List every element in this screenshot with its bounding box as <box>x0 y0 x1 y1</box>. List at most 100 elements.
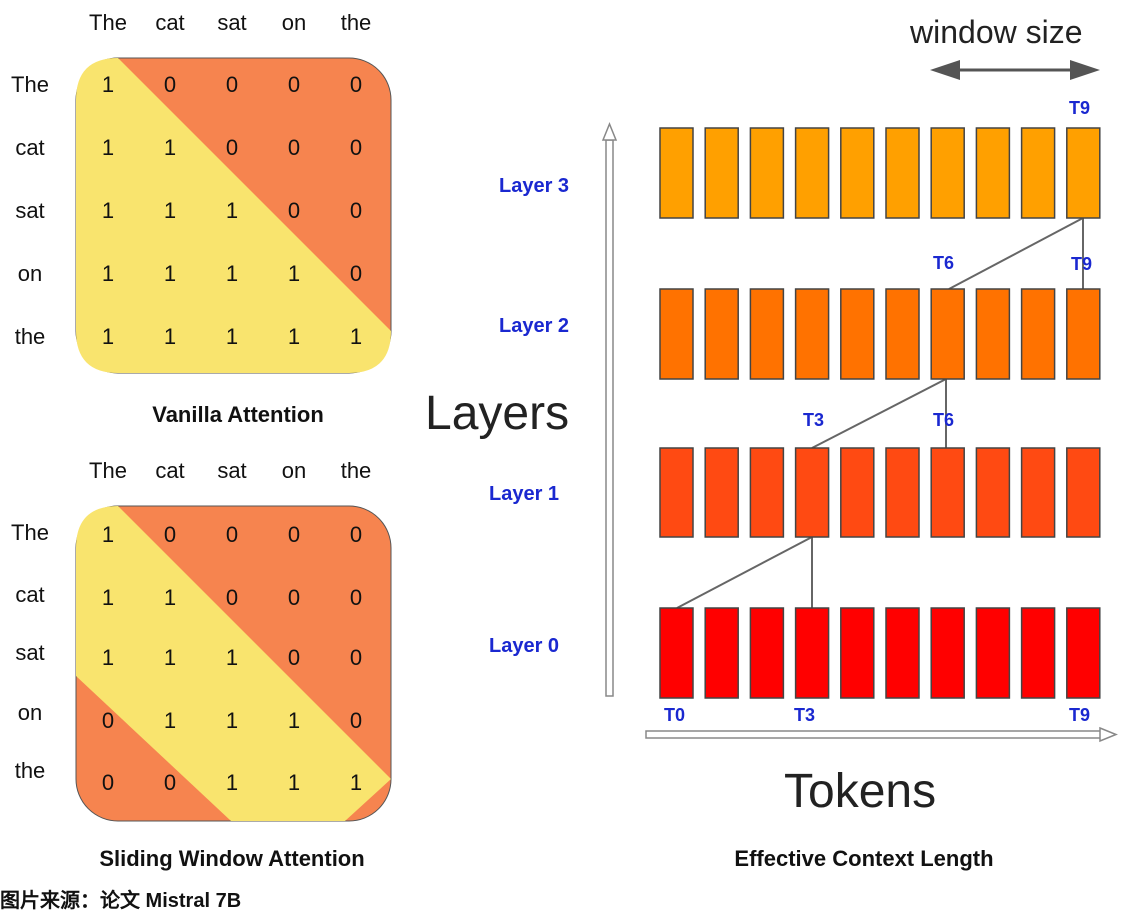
vanilla-lower-triangle <box>76 58 391 373</box>
layer-3-label: Layer 3 <box>499 175 570 197</box>
matrix-cell: 0 <box>349 522 363 547</box>
matrix-cell: 1 <box>225 198 239 223</box>
layer-3-token <box>749 127 785 219</box>
layer-1-token <box>930 447 965 538</box>
effective-context-caption: Effective Context Length <box>734 846 994 871</box>
matrix-cell: 1 <box>101 198 115 223</box>
layer-0-token <box>885 607 920 699</box>
matrix-cell: 1 <box>163 585 177 610</box>
sliding-row-header: The <box>11 520 49 545</box>
layer-0-token <box>1066 607 1101 699</box>
vanilla-row-header: The <box>11 72 49 97</box>
matrix-cell: 0 <box>225 585 239 610</box>
layer-0-label: Layer 0 <box>489 635 560 657</box>
matrix-cell: 1 <box>101 261 115 286</box>
layer-0-token <box>794 607 830 699</box>
layer-3-token <box>659 127 694 219</box>
token-label-t3-layer0: T3 <box>794 705 816 725</box>
vanilla-row-header: sat <box>15 198 45 223</box>
token-label-t6-layer1: T6 <box>933 410 955 430</box>
layer-3-token <box>1066 127 1101 219</box>
layer-2-token <box>749 288 785 380</box>
matrix-cell: 1 <box>101 324 115 349</box>
vanilla-col-header: cat <box>155 10 185 35</box>
layer-0-token <box>1020 607 1056 699</box>
matrix-cell: 0 <box>225 522 239 547</box>
layer-3-token <box>840 127 875 219</box>
matrix-cell: 1 <box>225 324 239 349</box>
matrix-cell: 0 <box>349 261 363 286</box>
sliding-col-header: The <box>89 458 127 483</box>
matrix-cell: 0 <box>349 198 363 223</box>
matrix-cell: 1 <box>163 324 177 349</box>
sliding-row-header: sat <box>15 640 45 665</box>
matrix-cell: 0 <box>287 522 301 547</box>
layer-1-token <box>659 447 694 538</box>
matrix-cell: 1 <box>101 645 115 670</box>
matrix-cell: 0 <box>349 585 363 610</box>
tokens-axis-label: Tokens <box>784 765 937 818</box>
matrix-cell: 1 <box>101 72 115 97</box>
vanilla-matrix <box>75 57 392 374</box>
matrix-cell: 1 <box>163 645 177 670</box>
layer-2-token <box>885 288 920 380</box>
tokens-axis-arrow <box>645 726 1118 743</box>
matrix-cell: 1 <box>225 261 239 286</box>
token-label-t9-layer2: T9 <box>1071 254 1093 274</box>
matrix-cell: 1 <box>287 770 301 795</box>
layers-axis-label: Layers <box>425 387 570 440</box>
layer-3-token <box>1020 127 1056 219</box>
layer-1-token <box>1066 447 1101 538</box>
layer-3-token <box>704 127 739 219</box>
layer-3-token <box>975 127 1011 219</box>
layer-1-token <box>749 447 785 538</box>
matrix-cell: 1 <box>101 135 115 160</box>
matrix-cell: 0 <box>287 198 301 223</box>
layer-1-token <box>885 447 920 538</box>
matrix-cell: 1 <box>163 135 177 160</box>
vanilla-row-header: cat <box>15 135 45 160</box>
layer-2-token <box>975 288 1011 380</box>
window-size-arrow <box>930 60 1100 80</box>
token-label-t6-layer2: T6 <box>933 253 955 273</box>
sliding-col-header: on <box>281 458 307 483</box>
matrix-cell: 1 <box>349 770 363 795</box>
layer-1-token <box>975 447 1011 538</box>
vanilla-row-header: on <box>17 261 43 286</box>
matrix-cell: 0 <box>163 72 177 97</box>
layer-3-token <box>794 127 830 219</box>
matrix-cell: 0 <box>287 645 301 670</box>
matrix-cell: 1 <box>225 770 239 795</box>
matrix-cell: 1 <box>163 708 177 733</box>
image-source-note: 图片来源：论文 Mistral 7B <box>0 890 242 912</box>
matrix-cell: 1 <box>225 708 239 733</box>
layer-2-token <box>1066 288 1101 380</box>
layer-2-token <box>840 288 875 380</box>
matrix-cell: 1 <box>101 585 115 610</box>
layer-2-token <box>704 288 739 380</box>
vanilla-col-header: the <box>340 10 372 35</box>
token-label-t0-layer0: T0 <box>664 705 686 725</box>
matrix-cell: 1 <box>163 198 177 223</box>
sliding-row-header: the <box>14 758 46 783</box>
vanilla-col-header: sat <box>217 10 247 35</box>
matrix-cell: 1 <box>349 324 363 349</box>
token-label-t9-layer0: T9 <box>1069 705 1091 725</box>
sliding-row-header: on <box>17 700 43 725</box>
matrix-cell: 0 <box>163 770 177 795</box>
matrix-cell: 1 <box>163 261 177 286</box>
layer-0-token <box>704 607 739 699</box>
vanilla-col-header: on <box>281 10 307 35</box>
layer-0-token <box>975 607 1011 699</box>
sliding-caption: Sliding Window Attention <box>99 846 365 871</box>
matrix-cell: 0 <box>287 135 301 160</box>
layer-3-token <box>930 127 965 219</box>
matrix-cell: 0 <box>163 522 177 547</box>
matrix-cell: 0 <box>287 72 301 97</box>
sliding-col-header: the <box>340 458 372 483</box>
sliding-col-header: sat <box>217 458 247 483</box>
vanilla-caption: Vanilla Attention <box>152 402 324 427</box>
layer-1-token <box>840 447 875 538</box>
receptive-field-lines <box>676 217 1084 609</box>
layer-0-token <box>930 607 965 699</box>
